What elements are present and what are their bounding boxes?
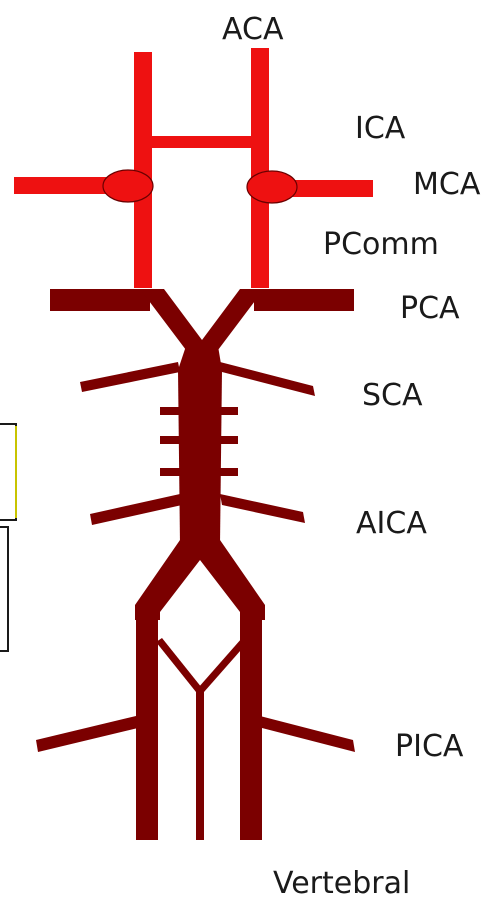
pontine-branch-right-1 <box>216 407 238 415</box>
right-pca <box>254 289 354 311</box>
acomm-connector <box>150 136 253 148</box>
vertebral-confluence <box>135 540 265 620</box>
label-pca: PCA <box>400 291 460 326</box>
posterior-circulation <box>36 289 355 840</box>
right-sca <box>220 362 315 396</box>
label-sca: SCA <box>362 378 423 413</box>
pontine-branch-right-3 <box>216 468 238 476</box>
right-vertebral <box>240 615 262 840</box>
right-aica <box>220 494 305 523</box>
left-aica <box>90 494 182 525</box>
left-sca <box>80 362 180 392</box>
left-pica-root <box>156 638 202 692</box>
left-pica <box>36 716 138 752</box>
label-vertebral: Vertebral <box>273 866 410 900</box>
label-pcomm: PComm <box>323 227 439 262</box>
edge-box-bottom <box>0 527 8 651</box>
left-ica <box>134 52 152 288</box>
left-mca-origin <box>103 170 153 202</box>
right-ica <box>251 48 269 288</box>
label-aica: AICA <box>356 506 427 541</box>
right-pica <box>260 716 355 752</box>
right-mca-origin <box>247 171 297 203</box>
label-pica: PICA <box>395 729 464 764</box>
pontine-branch-left-3 <box>160 468 182 476</box>
pontine-branch-right-2 <box>216 436 238 444</box>
label-aca: ACA <box>222 12 284 47</box>
pontine-branch-left-1 <box>160 407 182 415</box>
edge-box-top <box>0 424 16 520</box>
label-ica: ICA <box>355 111 406 146</box>
basilar-artery <box>178 346 222 545</box>
left-edge-boxes <box>0 424 16 651</box>
label-mca: MCA <box>413 167 481 202</box>
left-vertebral <box>136 615 158 840</box>
anterior-spinal-artery <box>196 688 204 840</box>
anterior-circulation <box>14 48 373 288</box>
pca-bifurcation <box>140 289 264 350</box>
left-pca <box>50 289 150 311</box>
pontine-branch-left-2 <box>160 436 182 444</box>
